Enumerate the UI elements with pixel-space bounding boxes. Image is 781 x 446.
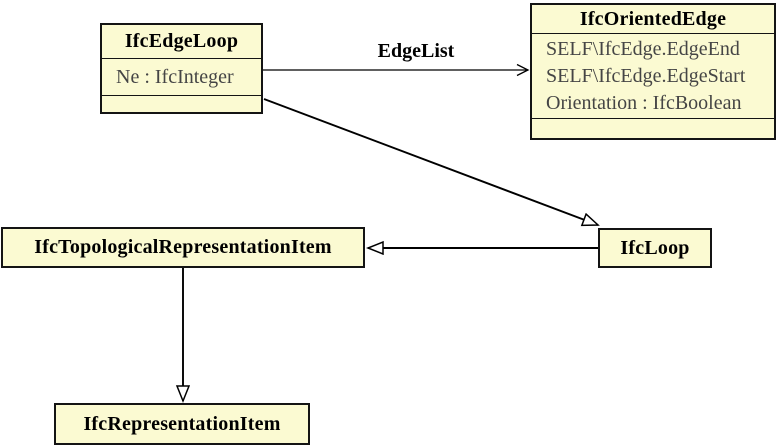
- class-operations-empty-ifcorientededge: [532, 118, 774, 138]
- class-attributes-ifcedgeloop: Ne : IfcInteger: [102, 58, 261, 95]
- class-box-ifcrepresentationitem: IfcRepresentationItem: [54, 403, 310, 445]
- class-title-ifcrepresentationitem: IfcRepresentationItem: [83, 412, 281, 435]
- class-title-ifcorientededge: IfcOrientedEdge: [579, 7, 727, 30]
- class-box-ifctopologicalrepresentationitem: IfcTopologicalRepresentationItem: [1, 227, 365, 268]
- class-attributes-ifcorientededge: SELF\IfcEdge.EdgeEnd SELF\IfcEdge.EdgeSt…: [532, 33, 774, 118]
- generalization-edgeloop-to-loop-arrow: [263, 98, 598, 225]
- association-label-edgelist: EdgeList: [377, 40, 455, 62]
- attribute-line: SELF\IfcEdge.EdgeStart: [546, 64, 746, 87]
- attribute-line: SELF\IfcEdge.EdgeEnd: [546, 37, 740, 60]
- class-box-ifcorientededge: IfcOrientedEdge SELF\IfcEdge.EdgeEnd SEL…: [530, 3, 776, 140]
- class-title-ifcloop: IfcLoop: [620, 236, 690, 259]
- attribute-line: Ne : IfcInteger: [116, 65, 234, 88]
- class-operations-empty-ifcedgeloop: [102, 95, 261, 112]
- class-box-ifcloop: IfcLoop: [598, 228, 712, 268]
- class-box-ifcedgeloop: IfcEdgeLoop Ne : IfcInteger: [100, 23, 263, 114]
- class-title-ifcedgeloop: IfcEdgeLoop: [124, 30, 239, 52]
- attribute-line: Orientation : IfcBoolean: [546, 91, 742, 114]
- class-title-ifctopologicalrepresentationitem: IfcTopologicalRepresentationItem: [34, 236, 332, 258]
